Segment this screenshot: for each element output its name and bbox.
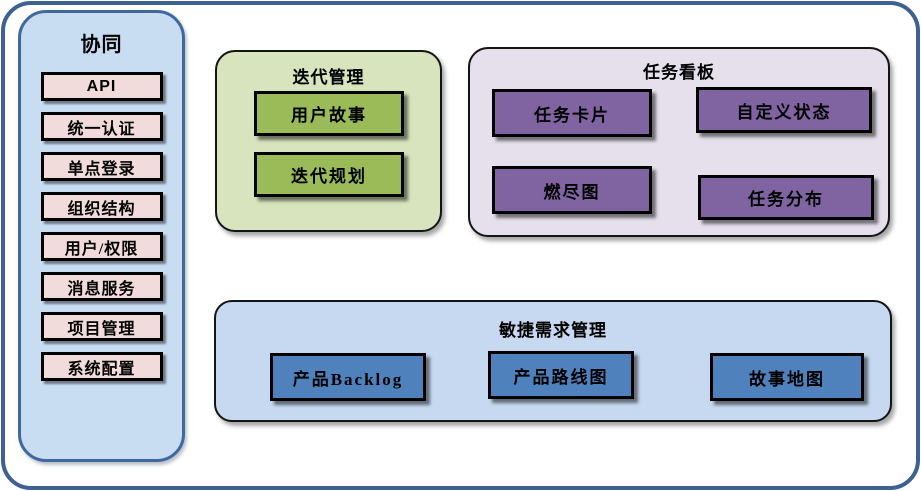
requirements-item-story-map: 故事地图 [710, 353, 864, 401]
sidebar-item-org-structure: 组织结构 [40, 192, 163, 221]
iteration-panel-title: 迭代管理 [292, 68, 365, 87]
kanban-item-burndown-chart: 燃尽图 [492, 166, 652, 214]
kanban-item-custom-status: 自定义状态 [696, 87, 872, 133]
iteration-item-iteration-planning: 迭代规划 [254, 152, 404, 197]
sidebar-item-api: API [40, 72, 163, 101]
sidebar-item-system-config: 系统配置 [40, 352, 163, 381]
sidebar-items: API 统一认证 单点登录 组织结构 用户/权限 消息服务 项目管理 系统配置 [21, 72, 182, 381]
sidebar-item-project-management: 项目管理 [40, 312, 163, 341]
agile-requirements-panel: 敏捷需求管理 产品Backlog 产品路线图 故事地图 [214, 300, 892, 422]
sidebar-item-unified-auth: 统一认证 [40, 112, 163, 141]
sidebar-collaboration-panel: 协同 API 统一认证 单点登录 组织结构 用户/权限 消息服务 项目管理 系统… [18, 10, 185, 462]
sidebar-item-single-sign-on: 单点登录 [40, 152, 163, 181]
sidebar-item-user-permissions: 用户/权限 [40, 232, 163, 261]
iteration-management-panel: 迭代管理 用户故事 迭代规划 [215, 50, 442, 232]
task-board-panel: 任务看板 任务卡片 自定义状态 燃尽图 任务分布 [468, 47, 890, 237]
task-board-panel-title: 任务看板 [643, 63, 715, 82]
requirements-item-product-roadmap: 产品路线图 [488, 351, 634, 399]
sidebar-title: 协同 [80, 34, 123, 56]
sidebar-item-message-service: 消息服务 [40, 272, 163, 301]
kanban-item-task-distribution: 任务分布 [698, 175, 874, 220]
agile-requirements-panel-title: 敏捷需求管理 [499, 321, 607, 340]
requirements-item-product-backlog: 产品Backlog [270, 353, 426, 401]
kanban-item-task-card: 任务卡片 [492, 89, 652, 137]
iteration-item-user-story: 用户故事 [254, 91, 404, 136]
